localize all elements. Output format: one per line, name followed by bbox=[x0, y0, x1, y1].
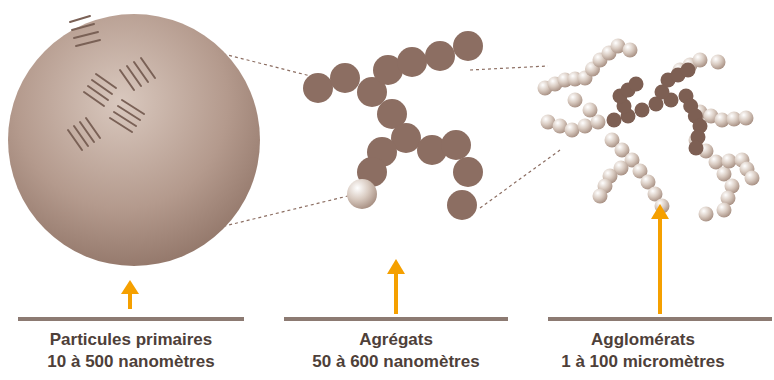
crystal-lattice bbox=[68, 16, 155, 150]
particle bbox=[689, 141, 704, 156]
particle bbox=[578, 119, 593, 134]
particle bbox=[453, 31, 483, 61]
primary-particle bbox=[347, 179, 377, 209]
particle bbox=[583, 103, 598, 118]
particle bbox=[623, 43, 638, 58]
stage-name: Agrégats bbox=[269, 330, 523, 350]
particle bbox=[635, 103, 650, 118]
aggregate bbox=[303, 31, 483, 220]
particle bbox=[711, 55, 726, 70]
particle bbox=[681, 63, 696, 78]
particle bbox=[330, 63, 360, 93]
particle bbox=[425, 41, 455, 71]
particle bbox=[607, 113, 622, 128]
particle bbox=[699, 207, 714, 222]
particle bbox=[722, 154, 737, 169]
agglomerate bbox=[538, 39, 760, 222]
particle bbox=[693, 53, 708, 68]
particle bbox=[565, 123, 580, 138]
size-range: 10 à 500 nanomètres bbox=[4, 352, 258, 372]
size-range: 1 à 100 micromètres bbox=[516, 352, 770, 372]
particle bbox=[717, 203, 732, 218]
particle bbox=[453, 157, 483, 187]
size-range: 50 à 600 nanomètres bbox=[269, 352, 523, 372]
arrow bbox=[128, 293, 132, 309]
stage-name: Particules primaires bbox=[4, 330, 258, 350]
particle bbox=[593, 189, 608, 204]
arrow bbox=[658, 218, 662, 314]
particle bbox=[568, 93, 583, 108]
particle bbox=[739, 111, 754, 126]
particle bbox=[629, 77, 644, 92]
arrow bbox=[394, 273, 398, 314]
particle bbox=[303, 73, 333, 103]
particle bbox=[441, 130, 471, 160]
particle bbox=[745, 171, 760, 186]
particle bbox=[397, 47, 427, 77]
stage-name: Agglomérats bbox=[516, 330, 770, 350]
base-bar bbox=[18, 317, 244, 321]
base-bar bbox=[548, 317, 772, 321]
primary-particle bbox=[8, 14, 260, 266]
particle bbox=[447, 190, 477, 220]
base-bar bbox=[284, 317, 508, 321]
